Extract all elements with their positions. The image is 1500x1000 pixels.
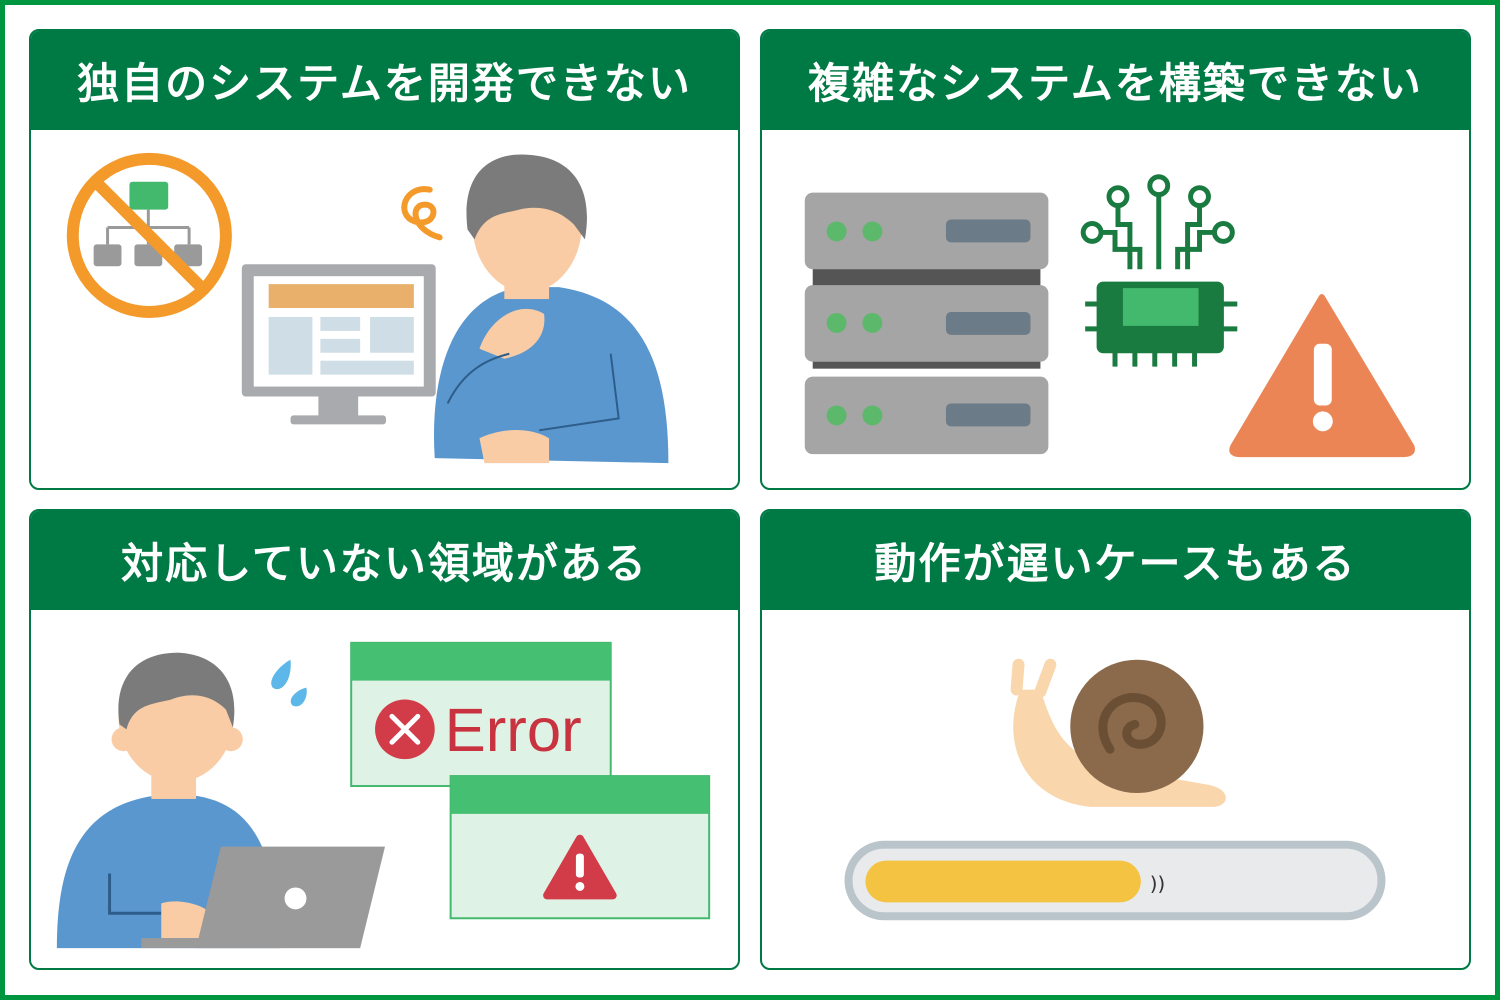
slow-performance-illustration: )): [844, 658, 1386, 921]
server-rack-icon: [804, 192, 1049, 455]
panel-title: 対応していない領域がある: [31, 511, 738, 610]
warning-triangle-icon: [1229, 294, 1415, 458]
no-hierarchy-icon: [66, 152, 232, 318]
thinking-person-icon: [433, 154, 669, 464]
laptop-person-icon: [56, 652, 385, 949]
custom-development-illustration: [66, 152, 669, 464]
panel-title: 複雑なシステムを構築できない: [762, 31, 1469, 130]
complex-system-illustration: [804, 174, 1415, 458]
error-label: Error: [445, 696, 582, 765]
progress-bar: )): [844, 840, 1386, 921]
snail-icon: [1010, 658, 1226, 807]
progress-fill: [865, 860, 1141, 903]
confusion-swirl-icon: [401, 186, 443, 241]
sweat-drop-icon: [271, 659, 307, 707]
monitor-icon: [241, 264, 436, 425]
panel-complex-system: 複雑なシステムを構築できない: [760, 29, 1471, 490]
panel-title: 動作が遅いケースもある: [762, 511, 1469, 610]
panel-slow-performance: 動作が遅いケースもある )): [760, 509, 1471, 970]
alert-window: [449, 775, 711, 920]
panel-unsupported-area: 対応していない領域がある Error: [29, 509, 740, 970]
circuit-chip-icon: [1080, 174, 1238, 367]
error-window: Error: [350, 641, 612, 788]
panel-title: 独自のシステムを開発できない: [31, 31, 738, 130]
loading-marks: )): [1150, 872, 1166, 895]
unsupported-area-illustration: Error: [56, 641, 711, 949]
panel-custom-development: 独自のシステムを開発できない: [29, 29, 740, 490]
